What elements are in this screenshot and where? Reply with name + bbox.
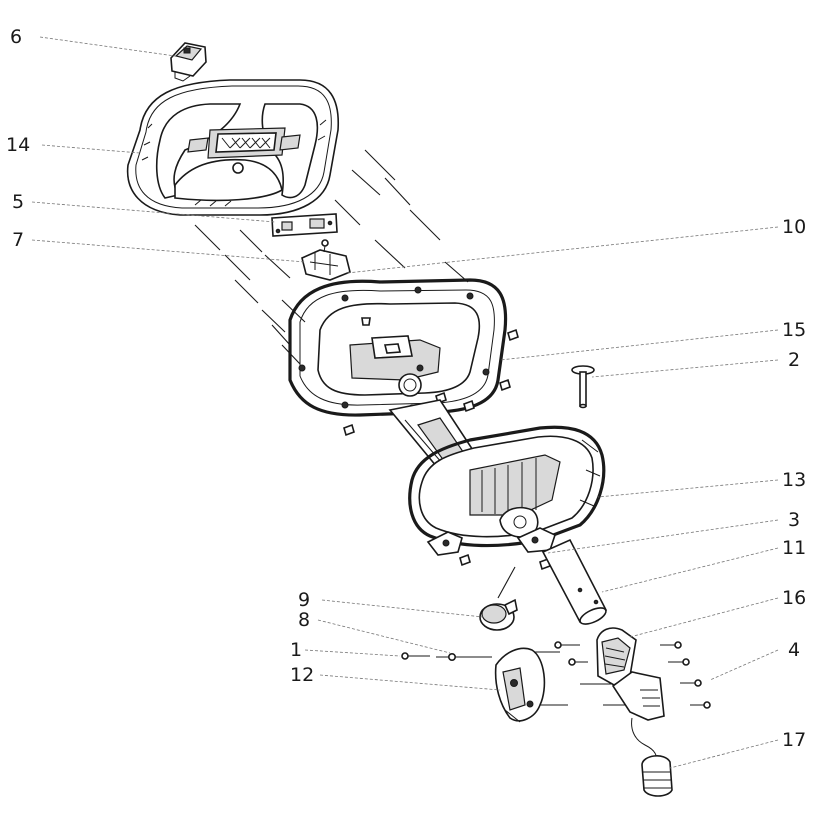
callout-13: 13 (782, 469, 806, 491)
callout-7: 7 (12, 229, 24, 251)
callout-6: 6 (10, 26, 22, 48)
screw-part-1 (401, 652, 430, 660)
knob-part-9 (479, 598, 518, 631)
rocker-switch-part-6 (170, 42, 207, 82)
callout-12: 12 (290, 664, 314, 686)
screw-part-8 (436, 652, 456, 661)
callout-11: 11 (782, 537, 806, 559)
steering-wheel-part-14 (126, 79, 340, 216)
cable-connector-part-17 (631, 717, 673, 797)
callout-1: 1 (290, 639, 302, 661)
callout-14: 14 (6, 134, 30, 156)
callout-8: 8 (298, 609, 310, 631)
handle-grip-part-16 (596, 627, 665, 721)
circuit-board-part-5 (271, 213, 338, 237)
callout-labels: 6 14 5 7 10 15 2 13 3 11 9 8 16 1 4 12 1… (6, 26, 806, 751)
callout-15: 15 (782, 319, 806, 341)
callout-4: 4 (788, 639, 800, 661)
callout-9: 9 (298, 589, 310, 611)
shaft-part-11 (541, 538, 608, 625)
pin-part-2 (571, 365, 595, 409)
callout-5: 5 (12, 191, 24, 213)
side-cover-part-12 (494, 647, 546, 723)
leader-lines (31, 36, 779, 769)
callout-17: 17 (782, 729, 806, 751)
connector-bracket-part-7 (301, 239, 351, 281)
callout-2: 2 (788, 349, 800, 371)
callout-10: 10 (782, 216, 806, 238)
callout-3: 3 (788, 509, 800, 531)
lower-housing-part-13 (408, 425, 606, 571)
screws-part-4 (554, 641, 711, 709)
callout-16: 16 (782, 587, 806, 609)
upper-housing-part-15 (288, 278, 519, 437)
